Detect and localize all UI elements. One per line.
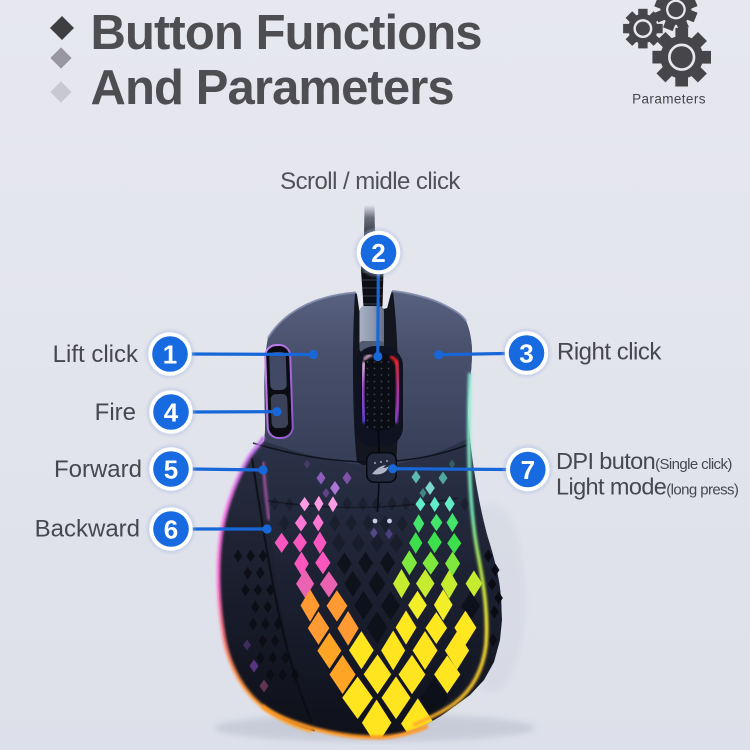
svg-text:Backward: Backward: [35, 516, 140, 543]
svg-text:Scroll / midle click: Scroll / midle click: [280, 168, 461, 195]
svg-text:4: 4: [164, 397, 179, 427]
svg-text:And Parameters: And Parameters: [91, 61, 454, 115]
svg-text:Fire: Fire: [95, 399, 136, 426]
svg-text:Button Functions: Button Functions: [91, 6, 482, 60]
svg-text:5: 5: [164, 454, 178, 484]
svg-text:2: 2: [371, 238, 385, 268]
svg-text:7: 7: [521, 455, 535, 485]
svg-text:Lift click: Lift click: [53, 341, 139, 368]
svg-text:6: 6: [164, 514, 178, 544]
svg-text:1: 1: [163, 339, 177, 369]
svg-text:Parameters: Parameters: [632, 92, 706, 107]
svg-text:3: 3: [519, 338, 533, 368]
svg-text:Right click: Right click: [557, 339, 662, 366]
svg-text:Forward: Forward: [54, 456, 142, 483]
